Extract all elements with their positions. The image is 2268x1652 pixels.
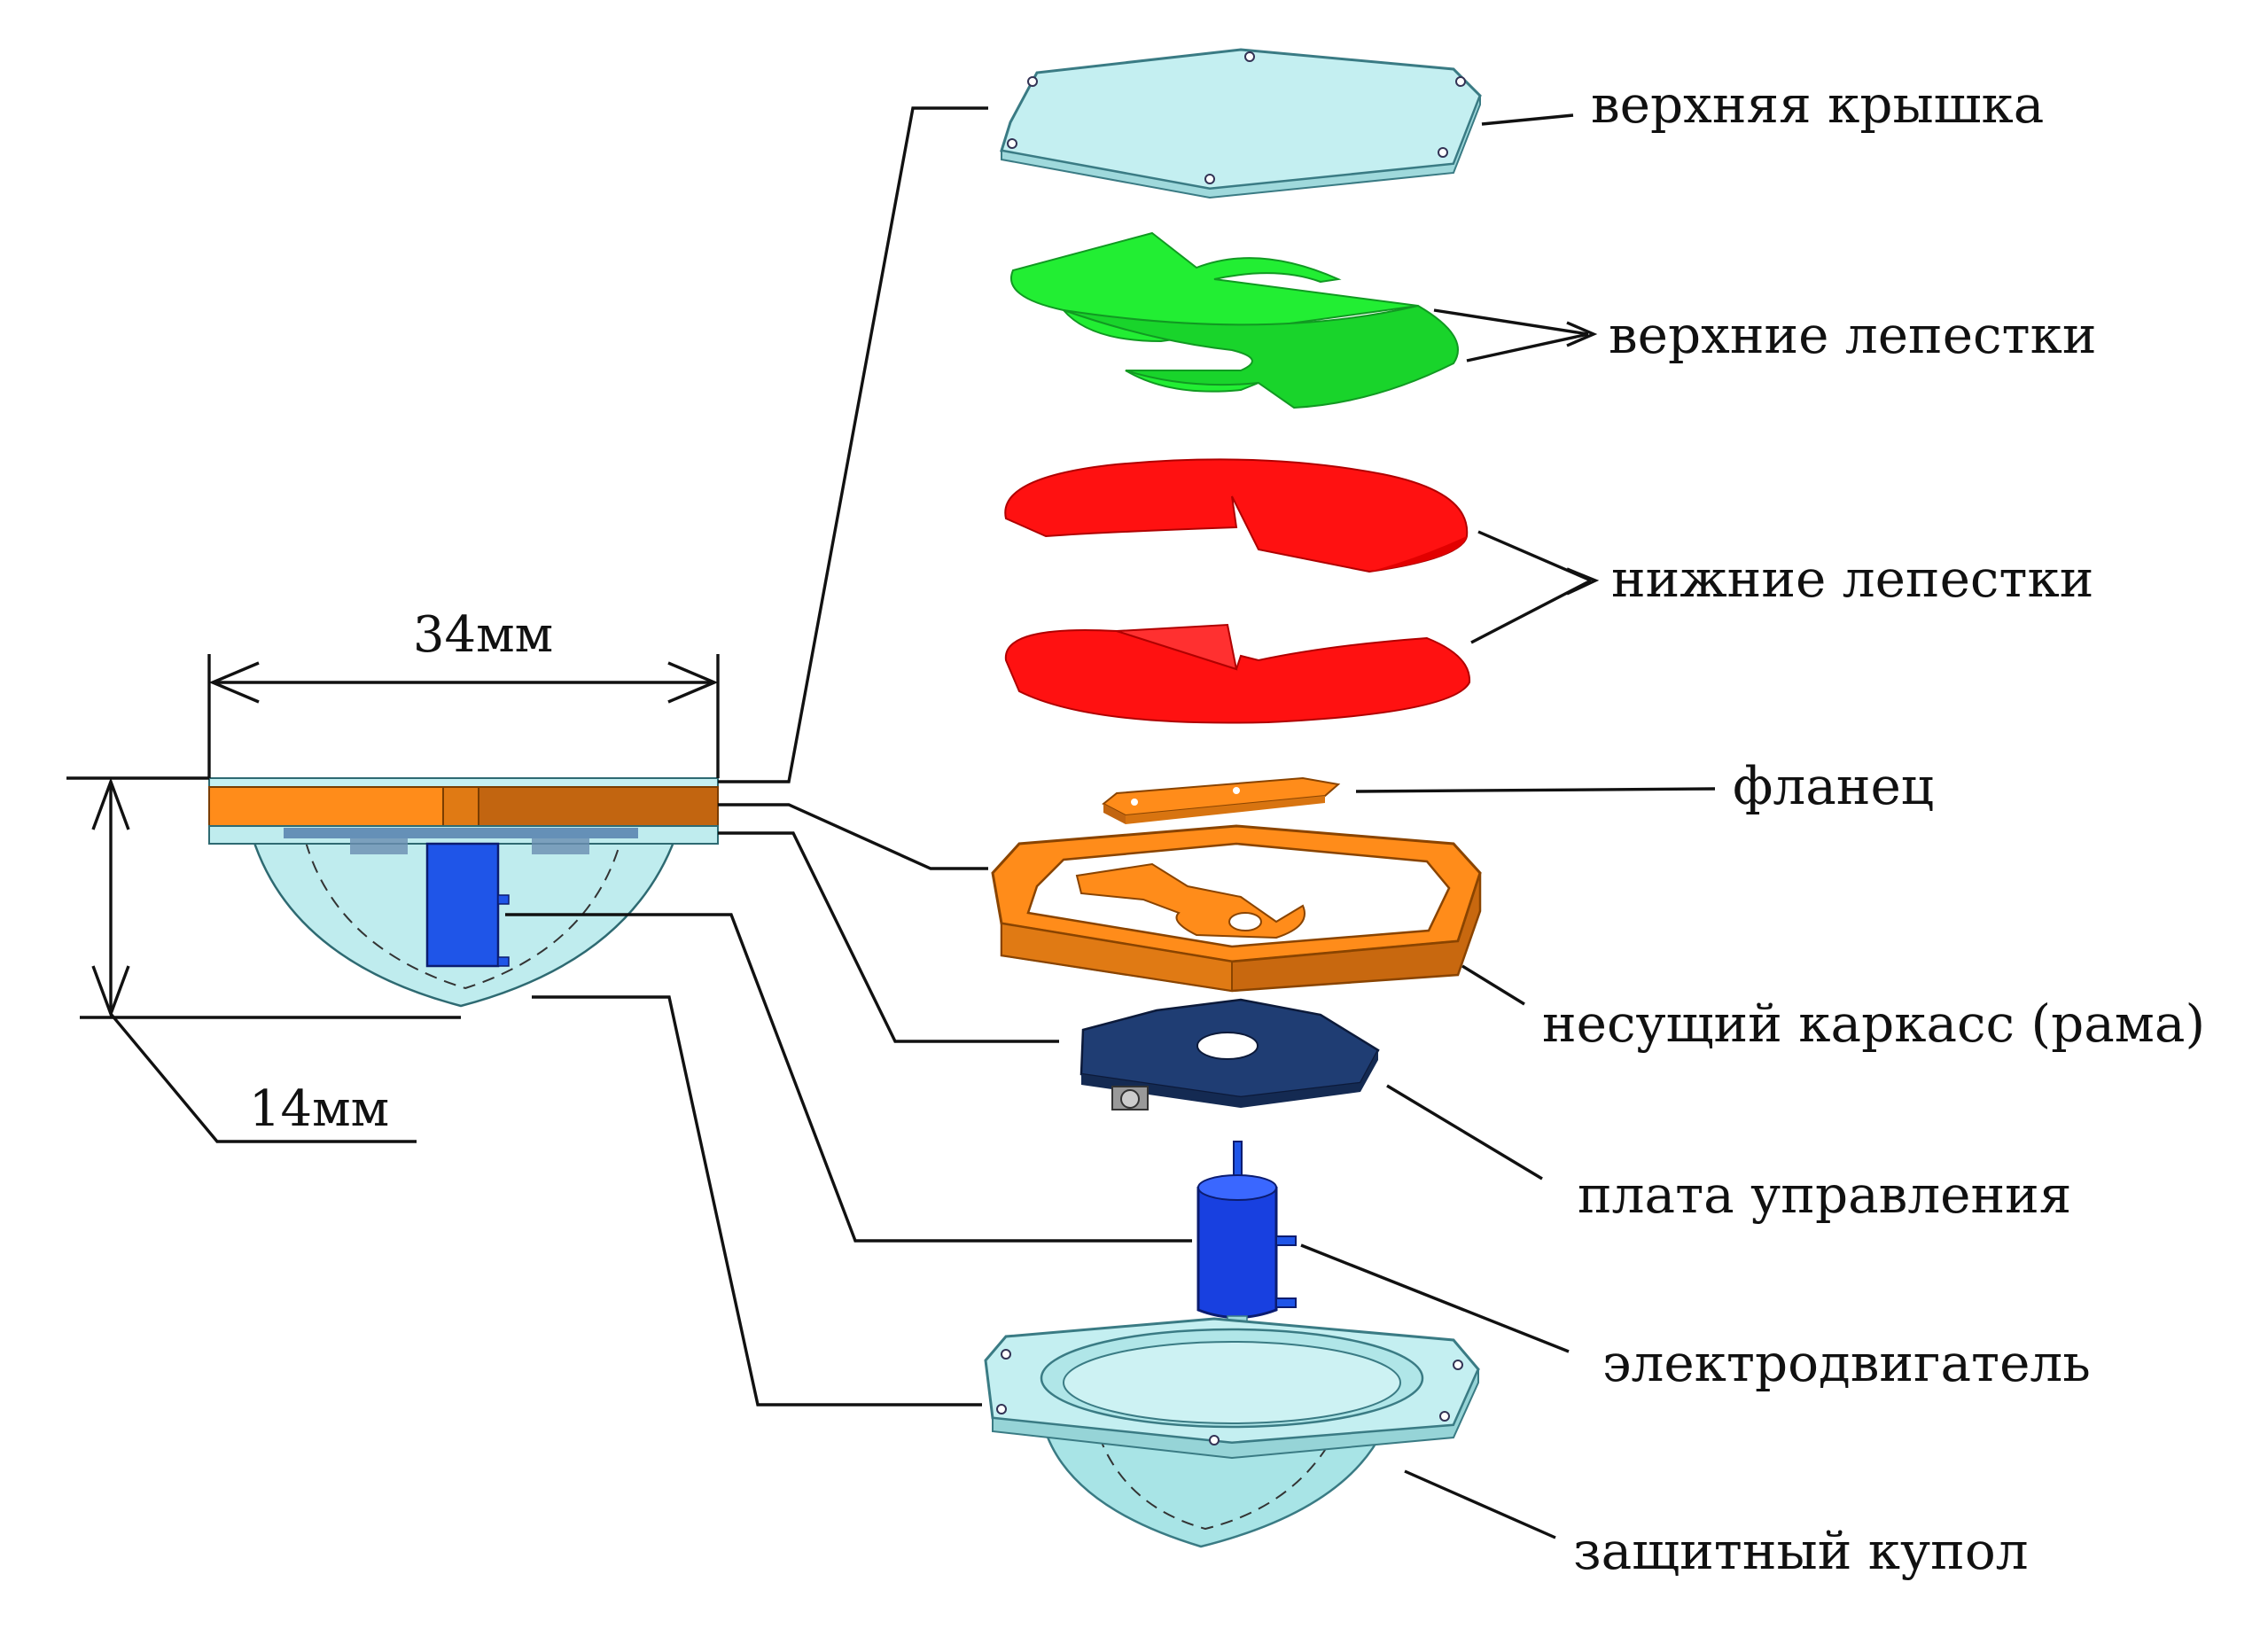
- label-frame: несущий каркасс (рама): [1542, 994, 2205, 1054]
- control-board-part: [1079, 998, 1380, 1110]
- label-control-board: плата управления: [1578, 1165, 2071, 1225]
- side-board-part: [350, 838, 408, 854]
- motor-part: [1196, 1141, 1297, 1333]
- protective-dome-part: [984, 1317, 1480, 1548]
- height-dimension-label: 14мм: [249, 1080, 389, 1138]
- side-board-part: [532, 838, 589, 854]
- side-board: [284, 828, 638, 838]
- part-labels: верхняя крышка верхние лепестки нижние л…: [1542, 74, 2205, 1581]
- frame-part: [991, 824, 1482, 993]
- label-lower-petals: нижние лепестки: [1611, 549, 2093, 609]
- assembly-connector-lines: [505, 106, 1192, 1407]
- top-cover-part: [1000, 48, 1482, 199]
- assembled-side-view: [208, 777, 719, 1008]
- label-upper-petals: верхние лепестки: [1609, 305, 2097, 365]
- side-top-cover: [208, 777, 719, 788]
- side-motor-tab: [497, 956, 510, 967]
- height-dimension: 14мм: [66, 776, 461, 1143]
- side-motor: [425, 842, 500, 968]
- width-dimension-label: 34мм: [413, 606, 553, 664]
- flange-part: [1102, 776, 1341, 824]
- width-dimension: 34мм: [207, 606, 720, 778]
- label-motor: электродвигатель: [1602, 1333, 2091, 1393]
- side-frame-shade: [478, 786, 719, 827]
- label-top-cover: верхняя крышка: [1591, 74, 2044, 135]
- upper-petals-part: [1010, 231, 1459, 409]
- side-motor-tab: [497, 894, 510, 905]
- side-frame-slot: [442, 786, 479, 827]
- label-dome: защитный купол: [1573, 1521, 2029, 1581]
- label-flange: фланец: [1733, 756, 1934, 816]
- side-dome-hidden-line: [305, 841, 621, 990]
- lower-petals-part: [1004, 458, 1471, 724]
- leader-lines: [1300, 113, 1716, 1539]
